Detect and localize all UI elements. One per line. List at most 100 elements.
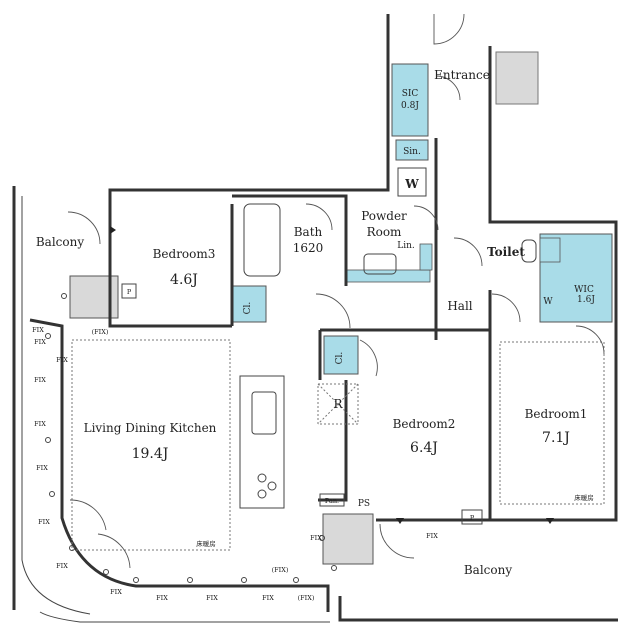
label-bedroom3-size: 4.6J xyxy=(170,272,198,288)
label-toilet: Toilet xyxy=(487,245,525,259)
powder-sink xyxy=(363,253,397,275)
fix-label: FIX xyxy=(34,420,46,428)
railing-curve xyxy=(39,611,330,623)
label-floor-heat-bed1: 床暖房 xyxy=(574,493,594,502)
fix-label: (FIX) xyxy=(298,594,315,602)
washer-box xyxy=(397,167,427,197)
wall-bed2-west xyxy=(318,380,348,502)
bedroom3-door xyxy=(315,293,351,329)
label-ldk: Living Dining Kitchen xyxy=(84,421,217,435)
label-floor-heat-ldk: 床暖房 xyxy=(196,539,216,548)
railing-outer xyxy=(21,196,91,615)
label-lin: Lin. xyxy=(397,241,415,251)
label-bedroom3: Bedroom3 xyxy=(153,247,216,261)
toilet-tank xyxy=(539,237,561,263)
r-area xyxy=(317,383,359,425)
stove-burner xyxy=(267,481,277,491)
wall-north xyxy=(108,14,390,204)
label-bedroom2-size: 6.4J xyxy=(410,440,438,456)
ldk-window-door xyxy=(97,533,131,569)
bedroom2-door xyxy=(359,339,378,377)
p-box xyxy=(461,509,483,525)
fix-label: FIX xyxy=(56,562,68,570)
label-p-left: P xyxy=(127,288,132,296)
label-balcony-bottom: Balcony xyxy=(464,563,512,577)
label-bath-size: 1620 xyxy=(293,241,324,255)
label-sic: SIC xyxy=(402,89,419,99)
label-wic-size: 1.6J xyxy=(577,295,595,305)
fix-label: FIX xyxy=(56,356,68,364)
fix-label: FIX xyxy=(206,594,218,602)
sink xyxy=(251,391,277,435)
label-ps: PS xyxy=(358,499,370,509)
kitchen-island xyxy=(239,375,285,509)
fix-label: FIX xyxy=(156,594,168,602)
p-box xyxy=(121,283,137,299)
label-bedroom1-size: 7.1J xyxy=(542,430,570,446)
label-cl-bed3: Cl. xyxy=(243,302,253,315)
label-sin: Sin. xyxy=(403,147,421,157)
bedroom1-outline xyxy=(499,341,605,505)
label-bedroom2: Bedroom2 xyxy=(393,417,456,431)
ldk-outline xyxy=(71,339,231,551)
bathtub xyxy=(243,203,281,277)
label-balcony-left: Balcony xyxy=(36,235,84,249)
label-pan: Pan. xyxy=(325,497,339,505)
fix-label: FIX xyxy=(310,534,322,542)
label-r: R xyxy=(333,397,343,411)
label-bath: Bath xyxy=(294,225,323,239)
lin-storage xyxy=(419,243,433,271)
label-entrance: Entrance xyxy=(434,68,490,82)
wall-east xyxy=(488,46,618,522)
sin-storage xyxy=(395,139,429,161)
bedroom1-door xyxy=(491,293,521,323)
wall-bath xyxy=(232,194,348,286)
entry-door xyxy=(433,13,465,45)
balcony-bottom-door xyxy=(379,523,415,559)
fix-label: FIX xyxy=(34,338,46,346)
window-mullions xyxy=(45,293,337,583)
label-bedroom1: Bedroom1 xyxy=(525,407,588,421)
pan-box xyxy=(319,493,345,507)
fix-label: FIX xyxy=(426,532,438,540)
ps-shaft xyxy=(322,513,374,565)
label-p-right: P xyxy=(470,514,475,522)
label-sic-size: 0.8J xyxy=(401,101,419,111)
label-cl-hall: Cl. xyxy=(335,352,345,365)
ldk-window-door xyxy=(69,499,107,531)
wic-storage xyxy=(539,233,613,323)
wic-door xyxy=(575,325,605,355)
wall-window-curve xyxy=(29,318,330,612)
fix-label: FIX xyxy=(36,464,48,472)
balcony-door xyxy=(67,211,101,245)
hall-closet xyxy=(323,335,359,375)
fix-label: FIX xyxy=(32,326,44,334)
label-powder: Powder xyxy=(361,209,407,223)
label-room: Room xyxy=(367,225,402,239)
stove-burner xyxy=(257,489,267,499)
bedroom3-closet xyxy=(231,285,267,323)
wall-balcony-bottom xyxy=(338,596,618,622)
label-hall: Hall xyxy=(447,299,472,313)
fix-label: FIX xyxy=(110,588,122,596)
label-wic: WIC xyxy=(574,285,594,295)
powder-counter xyxy=(345,269,431,283)
fix-label: (FIX) xyxy=(92,328,109,336)
powder-door xyxy=(413,205,439,231)
sic-door xyxy=(435,75,461,101)
structural-column xyxy=(495,51,539,105)
label-washer: W xyxy=(404,177,419,191)
label-ldk-size: 19.4J xyxy=(132,446,169,462)
sic-storage xyxy=(391,63,429,137)
fix-label: FIX xyxy=(34,376,46,384)
toilet-door xyxy=(453,237,483,267)
fix-label: FIX xyxy=(38,518,50,526)
fix-label: FIX xyxy=(262,594,274,602)
bath-door xyxy=(305,203,333,231)
label-wic-w: W xyxy=(543,297,553,307)
toilet-bowl xyxy=(521,239,537,263)
wall-bedroom3 xyxy=(108,204,232,328)
fix-label: (FIX) xyxy=(272,566,289,574)
stove-burner xyxy=(257,473,267,483)
